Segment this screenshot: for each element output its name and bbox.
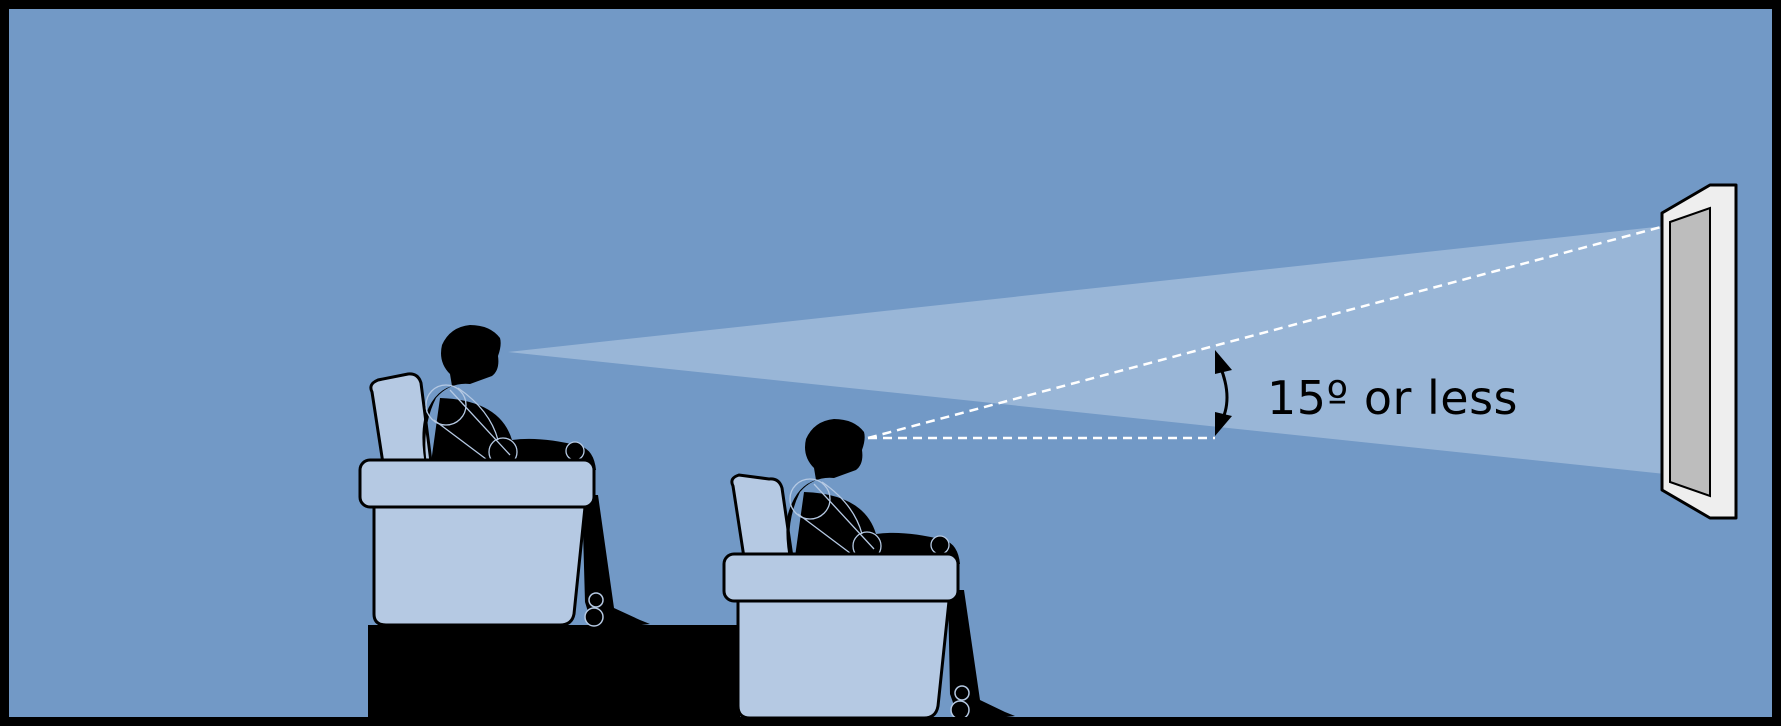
riser-platform (368, 625, 740, 726)
rear-viewer (360, 325, 650, 628)
angle-label: 15º or less (1267, 371, 1518, 425)
front-viewer (724, 419, 1015, 720)
tv-icon (1662, 185, 1736, 518)
